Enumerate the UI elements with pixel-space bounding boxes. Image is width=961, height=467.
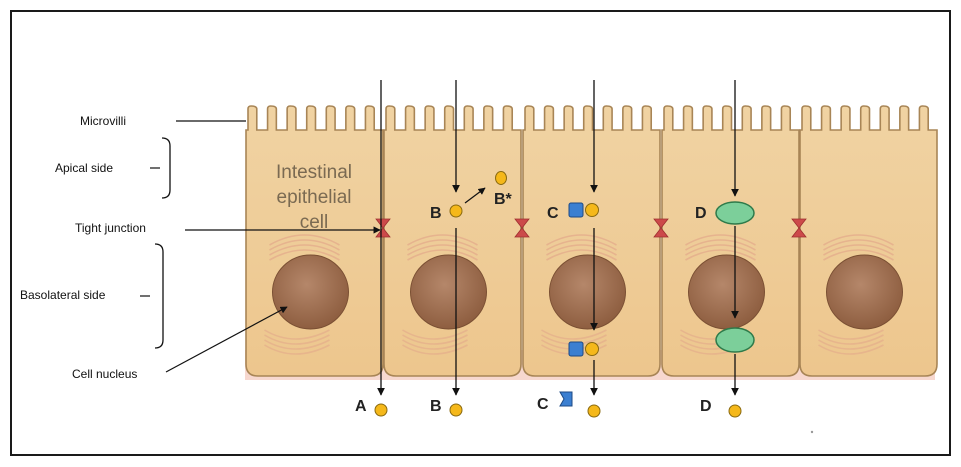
route-c-bottom-label: C — [537, 396, 549, 413]
apical-side-label: Apical side — [55, 161, 113, 175]
cell-label-line3: cell — [300, 212, 329, 233]
microvilli-label: Microvilli — [80, 114, 126, 128]
route-c-molecule-bottom — [586, 343, 599, 356]
speck — [811, 431, 813, 433]
basolateral-bracket — [155, 244, 163, 348]
route-b-star-molecule — [496, 172, 507, 185]
tight-junction-label: Tight junction — [75, 221, 146, 235]
nucleus — [689, 255, 765, 329]
route-b-molecule-top — [450, 205, 462, 217]
route-d-bottom-label: D — [700, 398, 712, 415]
nucleus — [273, 255, 349, 329]
route-d-top-label: D — [695, 205, 707, 222]
nucleus — [550, 255, 626, 329]
route-c-top-label: C — [547, 205, 559, 222]
route-d-molecule-released — [729, 405, 741, 417]
route-b-top-label: B — [430, 205, 442, 222]
apical-bracket — [162, 138, 170, 198]
route-a-label: A — [355, 398, 367, 415]
route-a-molecule — [375, 404, 387, 416]
basolateral-side-label: Basolateral side — [20, 288, 106, 302]
cell-label-line2: epithelial — [277, 187, 352, 208]
route-c-transporter-bottom — [569, 342, 583, 356]
route-d-vesicle-bottom — [716, 328, 754, 352]
route-c-molecule-released — [588, 405, 600, 417]
route-c-molecule-top — [586, 204, 599, 217]
route-b-star-label: B* — [494, 191, 513, 208]
route-b-bottom-label: B — [430, 398, 442, 415]
route-c-transporter-top — [569, 203, 583, 217]
cell-label-line1: Intestinal — [276, 162, 352, 183]
nucleus — [411, 255, 487, 329]
cell-nucleus-label: Cell nucleus — [72, 367, 137, 381]
nucleus — [827, 255, 903, 329]
route-c-released-transporter — [560, 392, 572, 406]
route-b-molecule-bottom — [450, 404, 462, 416]
route-d-vesicle-top — [716, 202, 754, 224]
